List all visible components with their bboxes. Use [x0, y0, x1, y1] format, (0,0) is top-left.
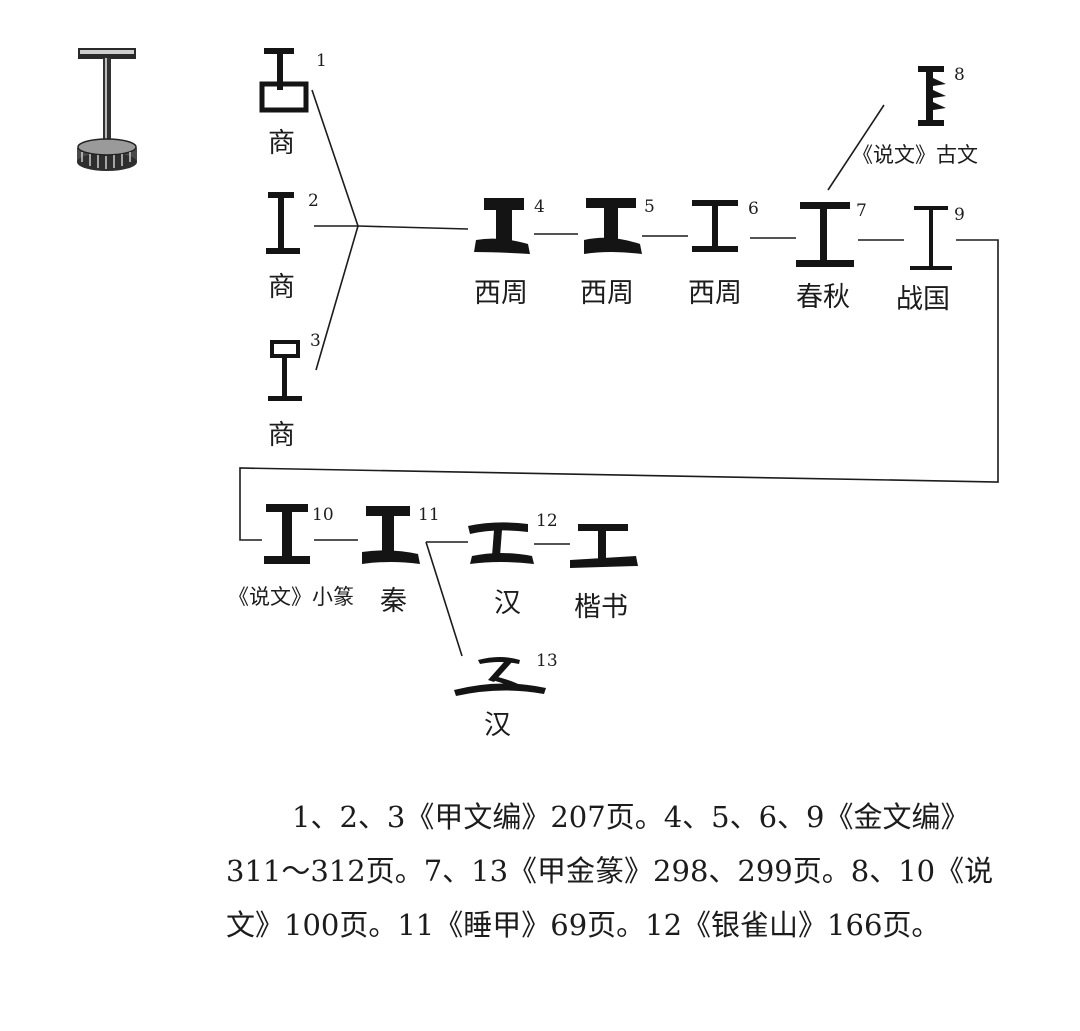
glyph-2: 2 商	[266, 191, 319, 303]
glyph-8-number: 8	[954, 65, 965, 85]
glyph-10-number: 10	[312, 505, 334, 525]
glyph-9: 9 战国	[896, 205, 965, 315]
glyph-5-number: 5	[644, 197, 655, 217]
glyph-9-number: 9	[954, 205, 965, 225]
glyph-6-era: 西周	[688, 278, 742, 309]
source-caption: 1、2、3《甲文编》207页。4、5、6、9《金文编》311～312页。7、13…	[226, 800, 994, 942]
glyph-kaishu: 楷书	[570, 524, 638, 623]
glyph-kaishu-label: 楷书	[574, 592, 628, 623]
tool-illustration	[77, 48, 137, 171]
glyph-4-number: 4	[534, 197, 545, 217]
glyph-1: 1 商	[259, 48, 327, 159]
glyph-13: 13 汉	[454, 651, 558, 741]
glyph-evolution-diagram: 1 商 2 商 3 商 4 西周 5 西周 6 西周	[77, 48, 999, 741]
glyph-13-number: 13	[536, 651, 558, 671]
glyph-1-number: 1	[316, 51, 327, 71]
glyph-1-era: 商	[268, 128, 295, 159]
glyph-11-era: 秦	[380, 586, 407, 617]
glyph-4-era: 西周	[474, 278, 528, 309]
glyph-10: 10 《说文》小篆	[228, 504, 354, 609]
glyph-7-number: 7	[856, 201, 867, 221]
glyph-7-era: 春秋	[796, 282, 850, 313]
glyph-12-era: 汉	[494, 588, 521, 619]
glyph-3-number: 3	[310, 331, 321, 351]
glyph-5-era: 西周	[580, 278, 634, 309]
glyph-10-source: 《说文》小篆	[228, 585, 354, 609]
connector-lines	[239, 89, 999, 657]
glyph-7: 7 春秋	[796, 201, 867, 313]
glyph-3-era: 商	[268, 420, 295, 451]
glyph-2-number: 2	[308, 191, 319, 211]
glyph-2-era: 商	[268, 272, 295, 303]
glyph-12-number: 12	[536, 511, 558, 531]
glyph-4: 4 西周	[474, 197, 545, 309]
glyph-6-number: 6	[748, 199, 759, 219]
glyph-11: 11 秦	[362, 505, 440, 617]
glyph-12: 12 汉	[468, 511, 558, 619]
glyph-5: 5 西周	[580, 197, 655, 309]
glyph-13-era: 汉	[484, 710, 511, 741]
glyph-9-era: 战国	[896, 284, 950, 315]
glyph-8-source: 《说文》古文	[852, 143, 978, 167]
glyph-8: 8 《说文》古文	[852, 65, 978, 167]
glyph-3: 3 商	[268, 331, 321, 451]
glyph-6: 6 西周	[688, 199, 759, 309]
glyph-11-number: 11	[418, 505, 440, 525]
